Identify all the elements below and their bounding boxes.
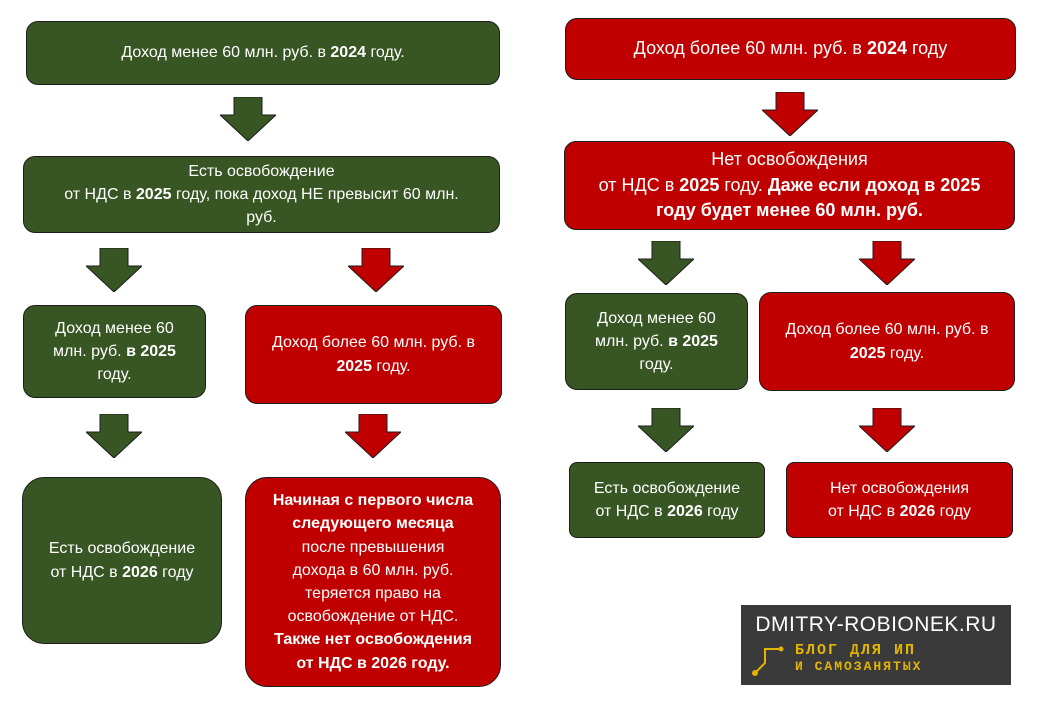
logo-subtitle-1: БЛОГ ДЛЯ ИП [795, 642, 917, 659]
left-top-text: Доход менее 60 млн. руб. в 2024 году. [121, 44, 405, 62]
arrow-down-icon [859, 241, 915, 285]
left-over-box: Доход более 60 млн. руб. в 2025 году. [245, 305, 502, 404]
left-top-box: Доход менее 60 млн. руб. в 2024 году. [26, 21, 500, 85]
left-under-box: Доход менее 60 млн. руб. в 2025 году. [23, 305, 206, 398]
left-exempt-box: Есть освобождение от НДС в 2025 году, по… [23, 156, 500, 233]
arrow-down-icon [220, 97, 276, 141]
arrow-down-icon [86, 248, 142, 292]
left-exempt-line3: руб. [246, 209, 277, 227]
right-no-exempt-box: Нет освобождения от НДС в 2025 году. Даж… [564, 141, 1015, 230]
left-result-lost-box: Начиная с первого числа следующего месяц… [245, 477, 501, 687]
arrow-down-icon [638, 241, 694, 285]
right-top-box: Доход более 60 млн. руб. в 2024 году [565, 18, 1016, 80]
right-under-box: Доход менее 60 млн. руб. в 2025 году. [565, 293, 748, 390]
logo-title: DMITRY-ROBIONEK.RU [755, 613, 997, 636]
logo-subtitle-2: И САМОЗАНЯТЫХ [795, 659, 923, 674]
right-result-exempt-box: Есть освобождение от НДС в 2026 году [569, 462, 765, 538]
arrow-down-icon [638, 408, 694, 452]
arrow-down-icon [86, 414, 142, 458]
arrow-down-icon [345, 414, 401, 458]
circuit-icon [752, 646, 784, 676]
right-over-box: Доход более 60 млн. руб. в 2025 году. [759, 292, 1015, 391]
left-exempt-line2: от НДС в 2025 году, пока доход НЕ превыс… [64, 185, 459, 203]
site-logo: DMITRY-ROBIONEK.RU БЛОГ ДЛЯ ИП И САМОЗАН… [741, 605, 1011, 685]
arrow-down-icon [348, 248, 404, 292]
right-result-no-box: Нет освобождения от НДС в 2026 году [786, 462, 1013, 538]
arrow-down-icon [762, 92, 818, 136]
arrow-down-icon [859, 408, 915, 452]
left-result-exempt-box: Есть освобождение от НДС в 2026 году [22, 477, 222, 644]
left-exempt-line1: Есть освобождение [188, 162, 335, 180]
